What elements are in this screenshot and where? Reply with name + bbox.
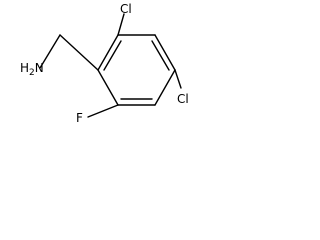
bond-ch2-n — [39, 34, 61, 69]
ring-bond-c1-c2 — [97, 34, 119, 71]
chemical-structure: H2N Cl Cl F — [20, 2, 189, 125]
structure-canvas: H2N Cl Cl F — [0, 0, 208, 138]
chloro-right-label: Cl — [177, 92, 189, 106]
ring-bond-c4-c5 — [154, 69, 176, 106]
bond-c6-f — [87, 104, 119, 118]
ring-bond-c6-c1 — [97, 69, 119, 106]
chloro-top-label: Cl — [120, 2, 132, 16]
ring-bond-c3-c4 — [154, 34, 176, 71]
bond-c4-cl — [174, 69, 182, 89]
amine-label-h: H — [20, 61, 29, 75]
bond-c1-ch2 — [59, 34, 99, 71]
amine-label: H2N — [20, 61, 44, 78]
double-bond-inner-c1-c2 — [103, 40, 122, 71]
fluoro-label: F — [76, 111, 83, 125]
amine-label-n: N — [35, 61, 44, 75]
double-bond-inner-c3-c4 — [151, 40, 170, 71]
amine-label-subscript: 2 — [29, 68, 35, 78]
bond-c2-cl — [117, 13, 125, 36]
